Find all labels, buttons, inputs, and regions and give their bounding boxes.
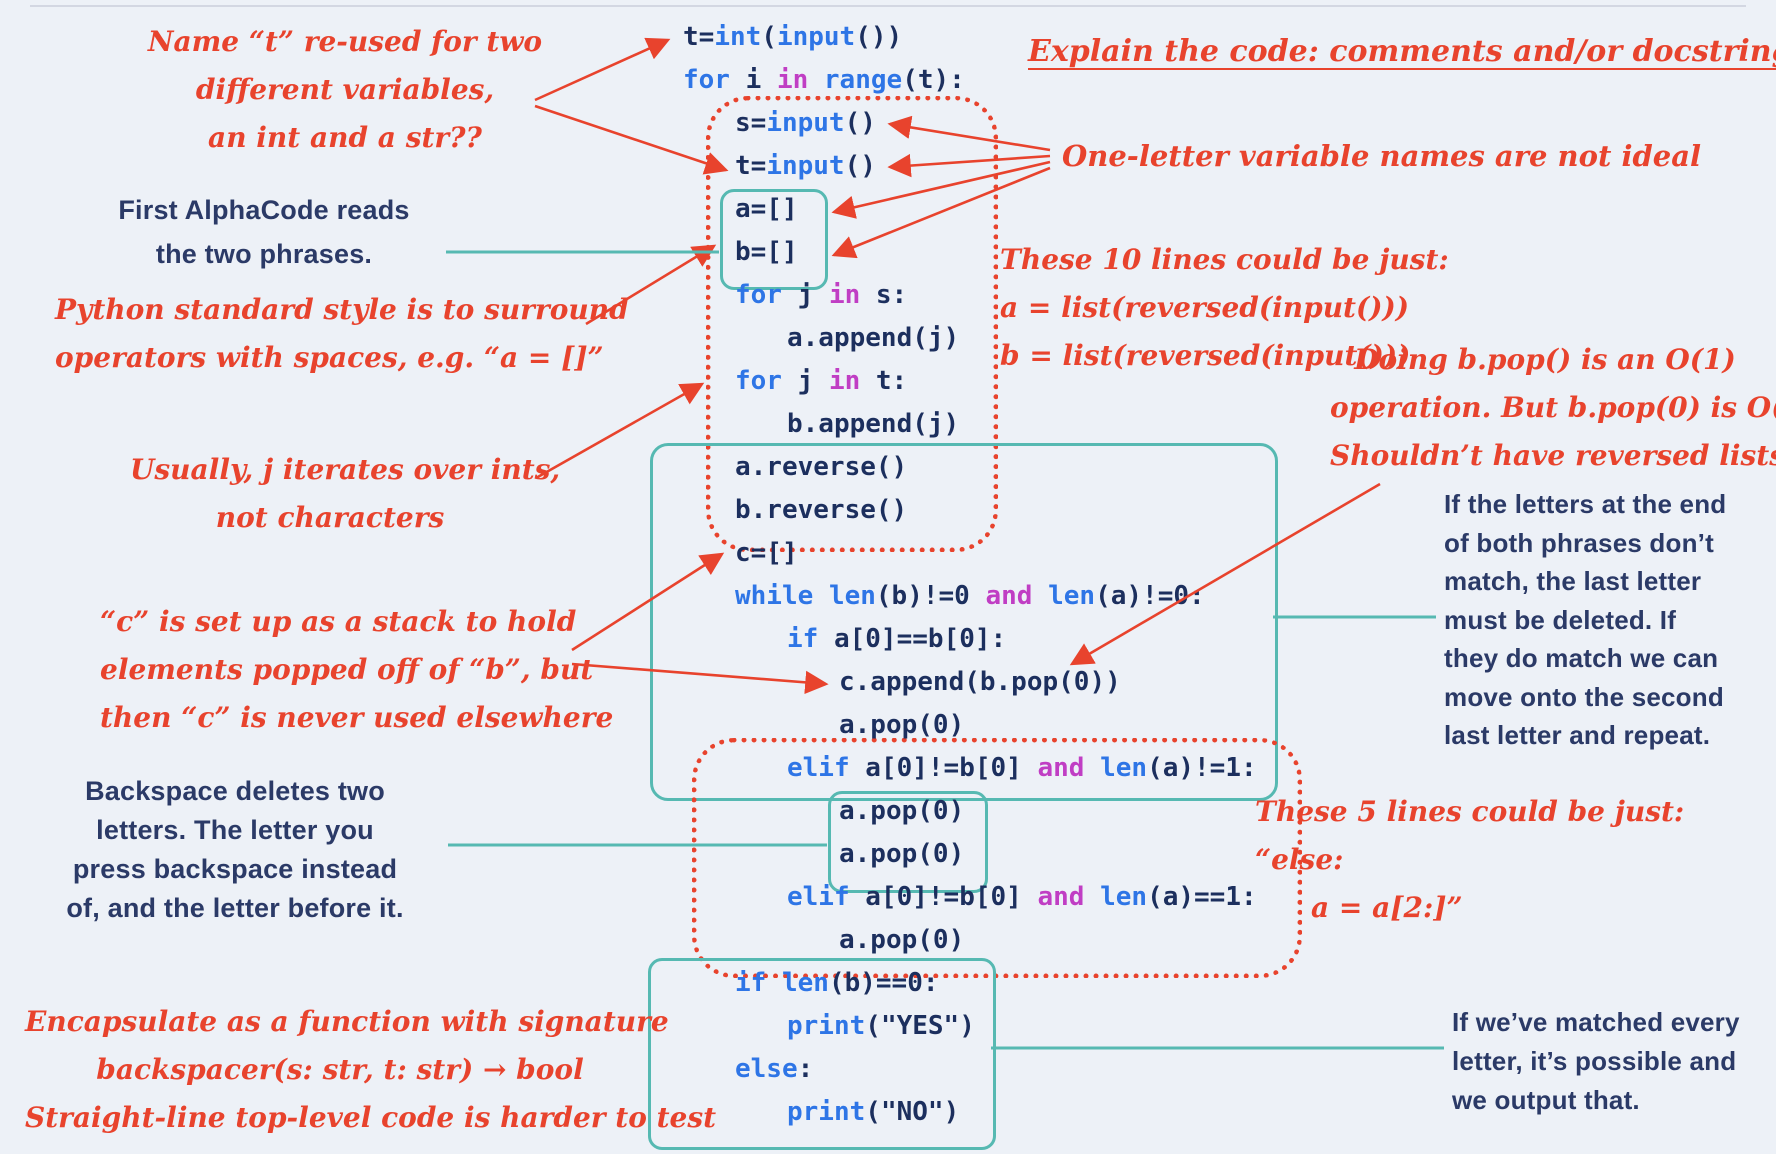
code-line-8: a.append(j): [787, 323, 960, 353]
note-line: If we’ve matched every: [1452, 1007, 1740, 1037]
note-line: First AlphaCode reads: [118, 195, 410, 225]
note-line: an int and a str??: [208, 121, 482, 154]
note-line: letter, it’s possible and: [1452, 1046, 1737, 1076]
code-line-16: c.append(b.pop(0)): [839, 667, 1121, 697]
note-line: “else:: [1255, 843, 1344, 876]
code-line-2: for i in range(t):: [683, 65, 965, 95]
note-line: Usually, j iterates over ints,: [130, 453, 561, 486]
note-backspace: Backspace deletes two letters. The lette…: [25, 772, 445, 928]
box-elif-block: [692, 738, 1302, 978]
code-line-7: for j in s:: [735, 280, 908, 310]
note-matched: If we’ve matched every letter, it’s poss…: [1452, 1003, 1740, 1120]
code-line-9: for j in t:: [735, 366, 908, 396]
note-line: different variables,: [195, 73, 495, 106]
note-line: we output that.: [1452, 1085, 1640, 1115]
note-line: of both phrases don’t: [1444, 527, 1714, 558]
note-line: they do match we can: [1444, 643, 1719, 673]
note-line: last letter and repeat.: [1444, 720, 1711, 750]
note-line: If the letters at the end: [1444, 489, 1727, 519]
note-line: of, and the letter before it.: [66, 893, 404, 923]
note-line: backspacer(s: str, t: str) → bool: [96, 1053, 584, 1086]
box-read-phrases: [720, 189, 828, 290]
note-name-t-reuse: Name “t” re-used for two different varia…: [130, 18, 560, 162]
code-line-5: a=[]: [735, 194, 798, 224]
note-line: must be deleted. If: [1444, 604, 1677, 635]
code-line-13: c=[]: [735, 538, 798, 568]
box-double-pop: [828, 791, 988, 893]
note-line: Shouldn’t have reversed lists!: [1330, 439, 1776, 472]
note-c-stack: “c” is set up as a stack to hold element…: [100, 598, 614, 742]
note-line: These 10 lines could be just:: [1000, 243, 1449, 276]
note-line: Explain the code: comments and/or docstr…: [1028, 34, 1776, 69]
note-first-alphacode: First AlphaCode reads the two phrases.: [80, 188, 448, 276]
note-usually-j: Usually, j iterates over ints, not chara…: [130, 446, 561, 542]
code-line-6: b=[]: [735, 237, 798, 267]
note-python-style: Python standard style is to surround ope…: [55, 286, 629, 382]
code-line-15: if a[0]==b[0]:: [787, 624, 1007, 654]
note-line: a = list(reversed(input())): [1000, 291, 1409, 324]
code-line-17: a.pop(0): [839, 710, 965, 740]
note-line: b = list(reversed(input())): [1000, 339, 1411, 372]
code-line-25: else:: [735, 1054, 814, 1084]
note-line: “c” is set up as a stack to hold: [100, 605, 577, 638]
note-line: letters. The letter you: [96, 815, 374, 845]
code-line-4: t=input(): [735, 151, 876, 181]
note-line: the two phrases.: [155, 239, 373, 269]
note-letters-end: If the letters at the end of both phrase…: [1444, 485, 1726, 755]
note-line: These 5 lines could be just:: [1255, 795, 1685, 828]
note-line: match, the last letter: [1444, 566, 1702, 596]
code-line-23: if len(b)==0:: [735, 968, 939, 998]
note-line: then “c” is never used elsewhere: [100, 701, 614, 734]
note-line: a = a[2:]”: [1311, 891, 1463, 924]
code-line-20: a.pop(0): [839, 839, 965, 869]
code-line-18: elif a[0]!=b[0] and len(a)!=1:: [787, 753, 1257, 783]
code-line-26: print("NO"): [787, 1097, 960, 1127]
note-line: Encapsulate as a function with signature: [25, 1005, 669, 1038]
note-line: Doing b.pop() is an O(1): [1354, 343, 1736, 376]
code-line-12: b.reverse(): [735, 495, 908, 525]
code-line-11: a.reverse(): [735, 452, 908, 482]
code-line-1: t=int(input()): [683, 22, 903, 52]
code-line-24: print("YES"): [787, 1011, 975, 1041]
note-line: move onto the second: [1444, 681, 1724, 712]
box-output: [648, 958, 996, 1150]
note-one-letter: One-letter variable names are not ideal: [1062, 132, 1701, 180]
code-line-22: a.pop(0): [839, 925, 965, 955]
code-line-21: elif a[0]!=b[0] and len(a)==1:: [787, 882, 1257, 912]
note-five-lines: These 5 lines could be just: “else: a = …: [1255, 788, 1684, 932]
note-encapsulate: Encapsulate as a function with signature…: [25, 998, 717, 1142]
note-line: Straight-line top-level code is harder t…: [25, 1101, 717, 1134]
note-line: operators with spaces, e.g. “a = []”: [55, 341, 604, 374]
code-line-19: a.pop(0): [839, 796, 965, 826]
note-explain-heading: Explain the code: comments and/or docstr…: [1028, 28, 1776, 76]
note-line: operation. But b.pop(0) is O(n).: [1330, 391, 1776, 424]
note-line: Backspace deletes two: [85, 776, 385, 806]
note-line: One-letter variable names are not ideal: [1062, 139, 1702, 173]
note-ten-lines: These 10 lines could be just: a = list(r…: [1000, 236, 1449, 380]
code-line-14: while len(b)!=0 and len(a)!=0:: [735, 581, 1205, 611]
top-divider: [30, 5, 1746, 7]
note-line: Python standard style is to surround: [55, 293, 629, 326]
note-line: not characters: [215, 501, 445, 534]
note-line: press backspace instead: [72, 854, 398, 884]
code-line-3: s=input(): [735, 108, 876, 138]
code-line-10: b.append(j): [787, 409, 960, 439]
note-b-pop: Doing b.pop() is an O(1) operation. But …: [1330, 336, 1776, 480]
note-line: elements popped off of “b”, but: [100, 653, 594, 686]
note-line: Name “t” re-used for two: [147, 25, 543, 58]
